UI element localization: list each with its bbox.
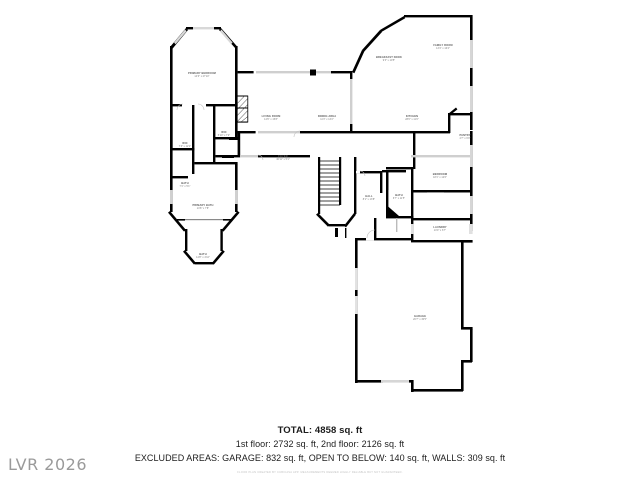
watermark: LVR 2026	[8, 455, 88, 474]
excluded-areas-text: EXCLUDED AREAS: GARAGE: 832 sq. ft, OPEN…	[134, 452, 506, 463]
disclaimer-text: FLOOR PLAN CREATED BY CUBICASA APP. MEAS…	[237, 470, 403, 474]
floor-plan-summary: TOTAL: 4858 sq. ft 1st floor: 2732 sq. f…	[0, 424, 640, 474]
wall-outlines	[168, 15, 473, 392]
total-area-text: TOTAL: 4858 sq. ft	[277, 425, 363, 436]
floor-breakdown-text: 1st floor: 2732 sq. ft, 2nd floor: 2126 …	[235, 438, 405, 449]
